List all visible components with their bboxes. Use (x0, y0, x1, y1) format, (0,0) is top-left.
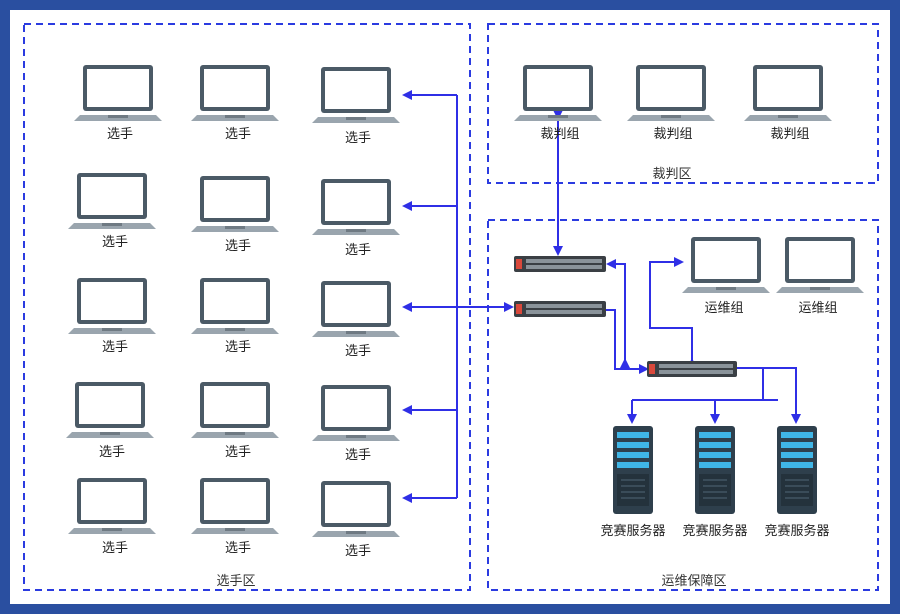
laptop-icon (68, 173, 156, 229)
player-label: 选手 (345, 131, 371, 146)
ops-label: 运维组 (704, 301, 743, 316)
referee-laptops: 裁判组 裁判组 裁判组 (514, 65, 832, 142)
laptop-icon (191, 278, 279, 334)
diagram-canvas: 选手区 裁判区 运维保障区 选手 (10, 10, 890, 604)
switch-icon (514, 301, 606, 317)
referees-zone-label: 裁判区 (652, 166, 691, 182)
laptop-icon (74, 65, 162, 121)
player-label: 选手 (102, 340, 128, 355)
network-diagram: 选手区 裁判区 运维保障区 选手 (23, 23, 879, 591)
switch2-to-core (604, 309, 649, 374)
player-label: 选手 (345, 243, 371, 258)
player-label: 选手 (102, 541, 128, 556)
player-label: 选手 (225, 445, 251, 460)
referee-label: 裁判组 (770, 126, 809, 142)
players-zone-label: 选手区 (216, 574, 255, 589)
arrow-to-server-3 (734, 367, 801, 424)
laptop-icon (312, 481, 400, 537)
player-label: 选手 (102, 235, 128, 250)
player-label: 选手 (225, 239, 251, 254)
player-label: 选手 (345, 448, 371, 463)
laptop-icon (627, 65, 715, 121)
laptop-icon (191, 176, 279, 232)
ops-label: 运维组 (798, 301, 837, 316)
server-icon (777, 426, 817, 514)
player-laptops: 选手 选手 选手 选手 选手 (66, 65, 400, 559)
connection-lines (402, 90, 801, 503)
laptop-icon (312, 281, 400, 337)
player-label: 选手 (225, 127, 251, 142)
switch-icon (514, 256, 606, 272)
server-label: 竞赛服务器 (682, 523, 747, 539)
player-label: 选手 (107, 127, 133, 142)
laptop-icon (312, 67, 400, 123)
players-zone (23, 23, 471, 591)
laptop-icon (191, 382, 279, 438)
switch1-to-core (606, 259, 630, 368)
laptop-icon (682, 237, 770, 293)
core-switch-icon (647, 361, 737, 377)
server-icon (695, 426, 735, 514)
referee-label: 裁判组 (540, 126, 579, 142)
laptop-icon (312, 179, 400, 235)
referee-label: 裁判组 (653, 126, 692, 142)
player-label: 选手 (345, 544, 371, 559)
laptop-icon (514, 65, 602, 121)
laptop-icon (744, 65, 832, 121)
player-label: 选手 (225, 541, 251, 556)
core-to-ops-laptop (649, 257, 697, 368)
player-label: 选手 (225, 340, 251, 355)
laptop-icon (312, 385, 400, 441)
laptop-icon (68, 478, 156, 534)
ops-laptops: 运维组 运维组 (682, 237, 864, 316)
laptop-icon (68, 278, 156, 334)
laptop-icon (191, 478, 279, 534)
player-label: 选手 (99, 445, 125, 460)
server-icon (613, 426, 653, 514)
laptop-icon (66, 382, 154, 438)
ops-zone-label: 运维保障区 (661, 574, 726, 589)
referees-zone (487, 23, 879, 184)
server-label: 竞赛服务器 (764, 523, 829, 539)
laptop-icon (776, 237, 864, 293)
servers: 竞赛服务器 竞赛服务器 竞赛服务器 (600, 426, 830, 539)
player-label: 选手 (345, 344, 371, 359)
laptop-icon (191, 65, 279, 121)
server-label: 竞赛服务器 (600, 523, 665, 539)
ops-zone (487, 219, 879, 591)
